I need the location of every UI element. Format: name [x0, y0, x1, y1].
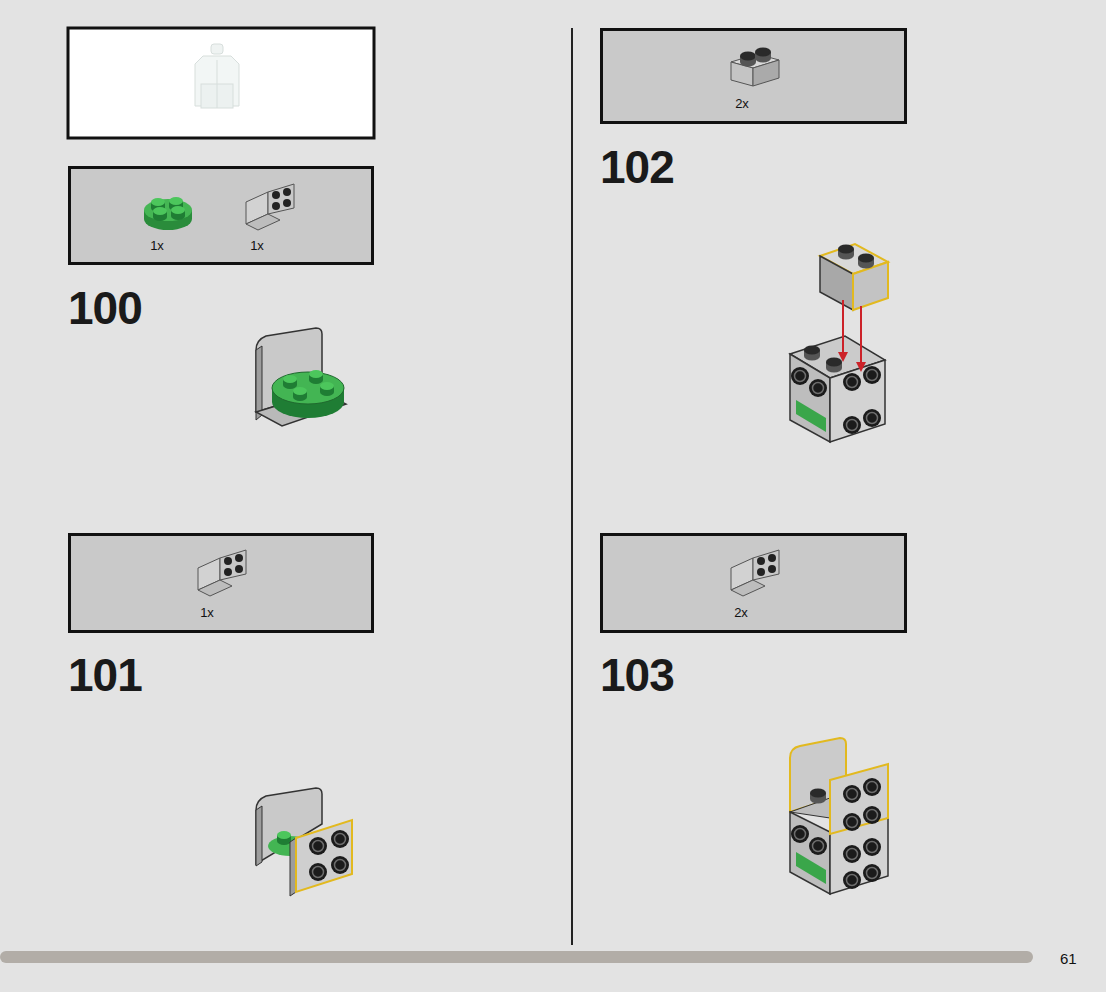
page-number: 61 — [1060, 951, 1077, 966]
quantity: 1x — [250, 239, 264, 252]
parts-callout: 1x — [68, 533, 374, 633]
quantity: 1x — [150, 239, 164, 252]
step-number: 103 — [600, 652, 674, 698]
quantity: 1x — [200, 606, 214, 619]
step-103-model — [790, 738, 888, 894]
parts-callout: 1x 1x — [68, 166, 374, 265]
step-number: 101 — [68, 652, 142, 698]
round-plate-icon — [144, 197, 192, 230]
step-101-model — [256, 788, 352, 896]
step-102-model — [790, 244, 888, 442]
step-number: 100 — [68, 285, 142, 331]
quantity: 2x — [735, 97, 749, 110]
minifig-ghost — [195, 44, 239, 108]
parts-callout: 2x — [600, 28, 907, 124]
quantity: 2x — [734, 606, 748, 619]
step-100-model — [256, 328, 346, 426]
brick-icon — [731, 48, 779, 87]
parts-callout: 2x — [600, 533, 907, 633]
step-number: 102 — [600, 144, 674, 190]
